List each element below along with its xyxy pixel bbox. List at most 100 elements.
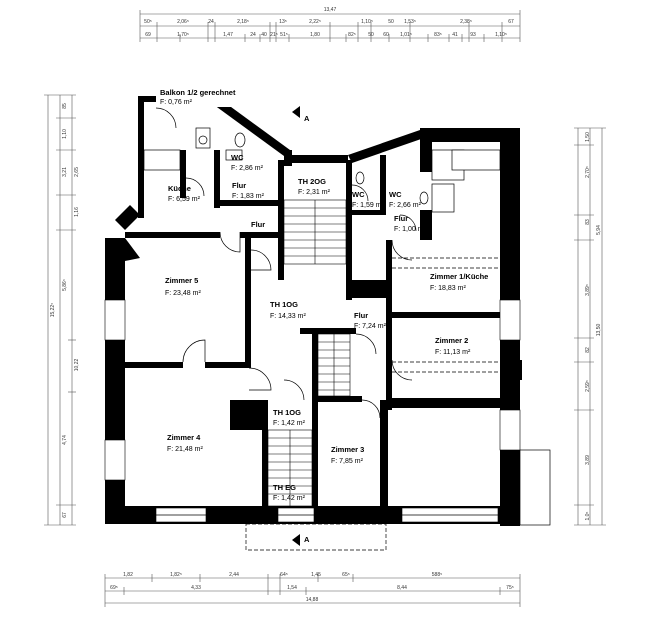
top-dim-8: 50 (388, 19, 394, 25)
top-total-dimension: 13,47 (324, 7, 337, 13)
room-zimmer-4: Zimmer 4 F: 21,48 m² (167, 433, 203, 453)
room-name: WC (389, 190, 402, 199)
section-mark-top: A (292, 106, 310, 123)
bottom-sub-dim-3: 1,54 (287, 585, 297, 591)
room-th-eg: TH EG F: 1,42 m² (273, 483, 306, 502)
bottom-dimension-chains: 1,82 1,82⁵ 2,44 64⁵ 1,45 65⁵ 588⁵ 69⁵ 4,… (104, 572, 521, 607)
right-sub-dim-2: 13,50 (596, 324, 602, 337)
left-dim-2: 1,10 (62, 129, 68, 139)
top-sub-dim-2: 1,70⁵ (177, 32, 189, 38)
top-sub-dim-3: 1,47 (223, 32, 233, 38)
room-area: F: 21,48 m² (167, 446, 203, 453)
room-th-1og-lower: TH 1OG F: 1,42 m² (273, 408, 306, 427)
bottom-dim-7: 588⁵ (432, 572, 442, 578)
bottom-sub-dim-2: 4,33 (191, 585, 201, 591)
bottom-dim-6: 65⁵ (342, 572, 350, 578)
bottom-dim-5: 1,45 (311, 572, 321, 578)
bottom-dim-4: 64⁵ (280, 572, 288, 578)
left-dim-6: 5,86⁵ (62, 279, 68, 291)
top-dim-4: 2,18⁵ (237, 19, 249, 25)
left-dim-7: 10,22 (74, 359, 80, 372)
room-name: Küche (168, 184, 191, 193)
top-dim-9: 1,53⁵ (404, 19, 416, 25)
room-area: F: 1,00 m² (394, 226, 427, 233)
top-sub-dim-12: 1,01⁵ (400, 32, 412, 38)
left-dim-3: 3,21 (62, 167, 68, 177)
bottom-dim-3: 2,44 (229, 572, 239, 578)
left-dim-8: 4,74 (62, 435, 68, 445)
top-dim-1: 50⁵ (144, 19, 152, 25)
room-area: F: 2,54 m² (251, 232, 284, 239)
stairs-spiral (317, 333, 351, 397)
room-name: Zimmer 3 (331, 445, 364, 454)
room-zimmer-2: Zimmer 2 F: 11,13 m² (435, 336, 471, 356)
fixtures (143, 127, 501, 213)
entrance-porch (245, 449, 551, 551)
room-area: F: 18,83 m² (430, 285, 466, 292)
right-dim-7: 3,89 (585, 455, 591, 465)
bottom-windows (104, 299, 521, 523)
room-name: Zimmer 1/Küche (430, 272, 488, 281)
top-dimension-chains: 13,47 50⁵ 2,06⁵ 24 2,18⁵ 13⁵ 2,22⁵ 1,10⁵… (139, 7, 521, 42)
top-dim-11: 67 (508, 19, 514, 25)
top-sub-dim-4: 24 (250, 32, 256, 38)
right-sub-dim-1: 5,94 (596, 225, 602, 235)
room-area: F: 1,59 m² (352, 202, 385, 209)
room-flur-right: Flur F: 1,00 m² (394, 214, 427, 233)
section-mark-bottom-label: A (304, 535, 310, 544)
top-sub-dim-1: 69 (145, 32, 151, 38)
bottom-dim-2: 1,82⁵ (170, 572, 182, 578)
room-name: Flur (354, 311, 368, 320)
top-dim-5: 13⁵ (279, 19, 287, 25)
right-dim-4: 3,89⁵ (585, 284, 591, 296)
room-area: F: 2,86 m² (231, 165, 264, 172)
right-dim-8: 1,0⁵ (585, 511, 591, 520)
room-name: WC (352, 190, 365, 199)
room-wc-right: WC F: 2,66 m² (389, 190, 422, 209)
section-mark-top-label: A (304, 114, 310, 123)
room-wc-top-left: WC F: 2,86 m² (231, 153, 264, 172)
room-name: TH 1OG (270, 300, 298, 309)
top-dim-10: 2,38⁵ (460, 19, 472, 25)
left-total-dimension: 15,22⁵ (50, 303, 56, 318)
top-sub-dim-6: 21⁵ (270, 32, 278, 38)
room-name: Flur (251, 220, 265, 229)
section-mark-bottom: A (292, 534, 310, 546)
room-balkon: Balkon 1/2 gerechnet F: 0,76 m² (158, 87, 236, 107)
top-sub-dim-9: 82⁵ (348, 32, 356, 38)
bottom-sub-dim-1: 69⁵ (110, 585, 118, 591)
room-area: F: 1,42 m² (273, 495, 306, 502)
room-area: F: 2,31 m² (298, 189, 331, 196)
top-dim-3: 24 (208, 19, 214, 25)
room-name: Zimmer 4 (167, 433, 201, 442)
room-flur-small: Flur F: 1,83 m² (232, 181, 265, 200)
top-sub-dim-11: 60 (383, 32, 389, 38)
top-sub-dim-8: 1,80 (310, 32, 320, 38)
room-area: F: 6,59 m² (168, 196, 201, 203)
top-sub-dim-14: 41 (452, 32, 458, 38)
right-dim-6: 2,59⁵ (585, 380, 591, 392)
door-swings (155, 107, 417, 419)
room-area: F: 11,13 m² (435, 349, 471, 356)
room-zimmer-3: Zimmer 3 F: 7,85 m² (331, 445, 364, 465)
top-sub-dim-10: 50 (368, 32, 374, 38)
stairs-lower (267, 429, 313, 507)
bottom-sub-dim-5: 75⁵ (506, 585, 514, 591)
top-sub-dim-5: 40 (261, 32, 267, 38)
room-area: F: 2,66 m² (389, 202, 422, 209)
right-dim-2: 2,70⁵ (585, 166, 591, 178)
room-area: F: 7,85 m² (331, 458, 364, 465)
room-th-2og: TH 2OG F: 2,31 m² (298, 177, 331, 196)
left-dim-1: 85 (62, 103, 68, 109)
left-dim-9: 67 (62, 512, 68, 518)
room-name: Flur (232, 181, 246, 190)
left-dim-5: 1,16 (74, 207, 80, 217)
room-flur-left: Flur F: 2,54 m² (251, 220, 284, 239)
room-name: TH 2OG (298, 177, 326, 186)
room-name: WC (231, 153, 244, 162)
right-dim-3: 83 (585, 219, 591, 225)
top-sub-dim-16: 1,10⁵ (495, 32, 507, 38)
room-name: TH EG (273, 483, 296, 492)
top-dim-6: 2,22⁵ (309, 19, 321, 25)
room-kueche: Küche F: 6,59 m² (168, 184, 201, 203)
